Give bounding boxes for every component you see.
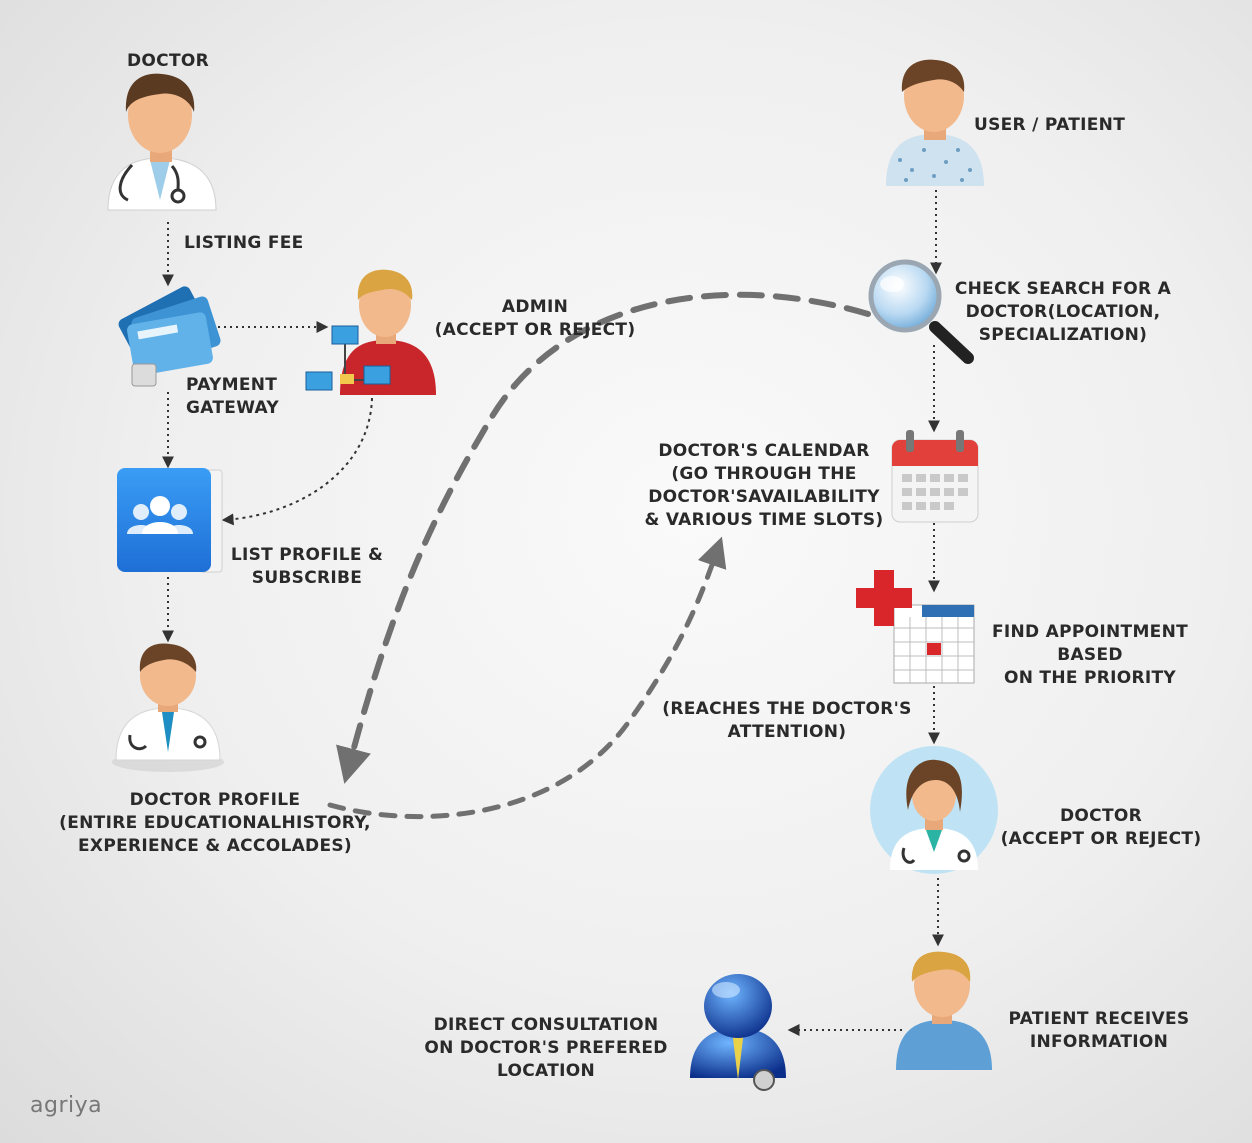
find-appointment-label: FIND APPOINTMENT BASED ON THE PRIORITY xyxy=(991,622,1189,688)
magnifier-icon xyxy=(868,259,974,364)
doctor-title: DOCTOR xyxy=(127,51,209,71)
doctor-top-icon xyxy=(107,73,217,211)
admin-network-icon xyxy=(305,269,436,395)
connector-admin-to-profile xyxy=(221,397,373,526)
patient-icon xyxy=(886,59,984,186)
check-search-label: CHECK SEARCH FOR A DOCTOR(LOCATION, SPEC… xyxy=(954,279,1172,345)
calendar-icon xyxy=(891,430,979,523)
profile-list-icon xyxy=(117,468,223,573)
profile-to-calendar-arrow xyxy=(327,536,727,819)
patient-receives-icon xyxy=(896,951,992,1070)
appointment-calendar-icon xyxy=(856,570,975,684)
reaches-attention-label: (REACHES THE DOCTOR'S ATTENTION) xyxy=(662,699,912,742)
user-patient-label: USER / PATIENT xyxy=(974,115,1126,135)
payment-gateway-label: PAYMENT GATEWAY xyxy=(186,375,279,418)
admin-label: ADMIN (ACCEPT OR REJECT) xyxy=(434,297,636,340)
listing-fee-label: LISTING FEE xyxy=(184,233,304,253)
doctor-profile-label: DOCTOR PROFILE (ENTIRE EDUCATIONALHISTOR… xyxy=(59,790,371,856)
doctors-calendar-label: DOCTOR'S CALENDAR (GO THROUGH THE DOCTOR… xyxy=(644,441,884,530)
consultation-doctor-icon xyxy=(690,974,786,1091)
doctor-accept-label: DOCTOR (ACCEPT OR REJECT) xyxy=(1000,806,1202,849)
female-doctor-icon xyxy=(870,746,998,874)
credit-cards-icon xyxy=(118,286,221,387)
search-to-profile-arrow xyxy=(336,291,871,784)
agriya-logo: agriya xyxy=(30,1093,103,1118)
list-profile-label: LIST PROFILE & SUBSCRIBE xyxy=(230,545,384,588)
doctor-profile-icon xyxy=(112,643,224,772)
patient-receives-label: PATIENT RECEIVES INFORMATION xyxy=(1008,1009,1190,1052)
direct-consultation-label: DIRECT CONSULTATION ON DOCTOR'S PREFERED… xyxy=(424,1015,668,1081)
